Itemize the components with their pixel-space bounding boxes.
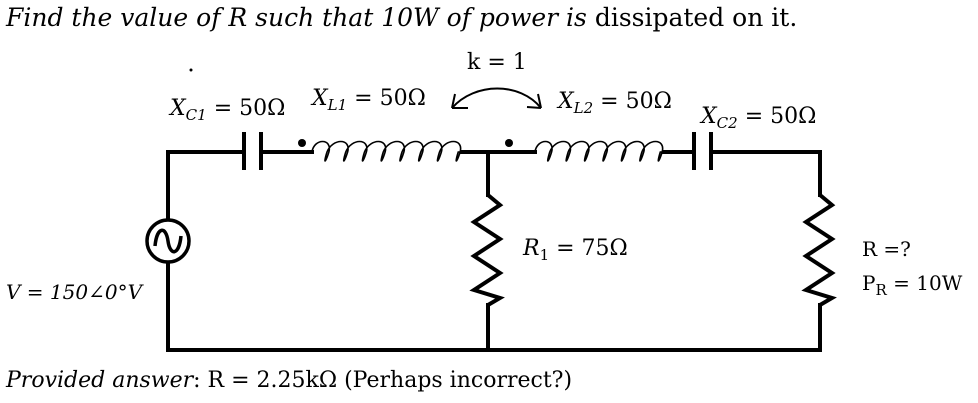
xc2-value: = 50Ω: [737, 104, 817, 129]
r1-value: = 75Ω: [549, 236, 628, 261]
r1-symbol: R: [523, 236, 540, 261]
xl2-symbol: X: [558, 89, 574, 114]
inductor-l2: [534, 140, 664, 162]
inductor-l1: [311, 140, 462, 162]
answer-italic: Provided answer: [6, 368, 194, 393]
pr-label: PR = 10W: [862, 271, 962, 299]
xl2-label: XL2 = 50Ω: [558, 89, 672, 117]
pr-value: = 10W: [886, 271, 963, 295]
xl2-sub: L2: [573, 99, 594, 117]
xl1-sub: L1: [327, 96, 348, 114]
source-label: V = 150∠0°V: [6, 280, 143, 304]
pr-sub: R: [875, 281, 887, 299]
coil-path: [534, 140, 664, 162]
resistor-r1: [469, 193, 505, 307]
question-plain: dissipated on it.: [586, 3, 798, 32]
r1-sub: 1: [539, 246, 550, 264]
xl1-symbol: X: [312, 86, 328, 111]
xc2-label: XC2 = 50Ω: [701, 104, 816, 132]
coupling-arrow-icon: [451, 87, 542, 109]
answer-plain: : R = 2.25kΩ (Perhaps incorrect?): [193, 368, 573, 393]
coupling-label: k = 1: [467, 50, 527, 75]
xc1-symbol: X: [170, 96, 186, 121]
xc1-value: = 50Ω: [206, 96, 286, 121]
xl1-value: = 50Ω: [347, 86, 426, 111]
xl1-label: XL1 = 50Ω: [312, 86, 426, 114]
question-italic: Find the value of R such that 10W of pow…: [6, 3, 587, 32]
polarity-dot-icon: [505, 139, 513, 147]
xc2-sub: C2: [716, 114, 738, 132]
xc1-label: XC1 = 50Ω: [170, 96, 285, 124]
xl2-value: = 50Ω: [593, 89, 672, 114]
answer-text: Provided answer: R = 2.25kΩ (Perhaps inc…: [6, 368, 572, 393]
resistor-r: [801, 193, 837, 307]
question-text: Find the value of R such that 10W of pow…: [6, 3, 797, 32]
r1-label: R1 = 75Ω: [523, 236, 628, 264]
capacitor-c1: [242, 132, 263, 170]
xc1-sub: C1: [185, 106, 207, 124]
xc2-symbol: X: [701, 104, 717, 129]
stray-mark: [189, 68, 193, 72]
capacitor-c2: [692, 132, 713, 170]
polarity-dot-icon: [298, 139, 306, 147]
ac-source-icon: [145, 218, 191, 264]
coil-path: [311, 140, 462, 162]
pr-symbol: P: [862, 271, 876, 295]
r-unknown-label: R =?: [862, 237, 911, 261]
